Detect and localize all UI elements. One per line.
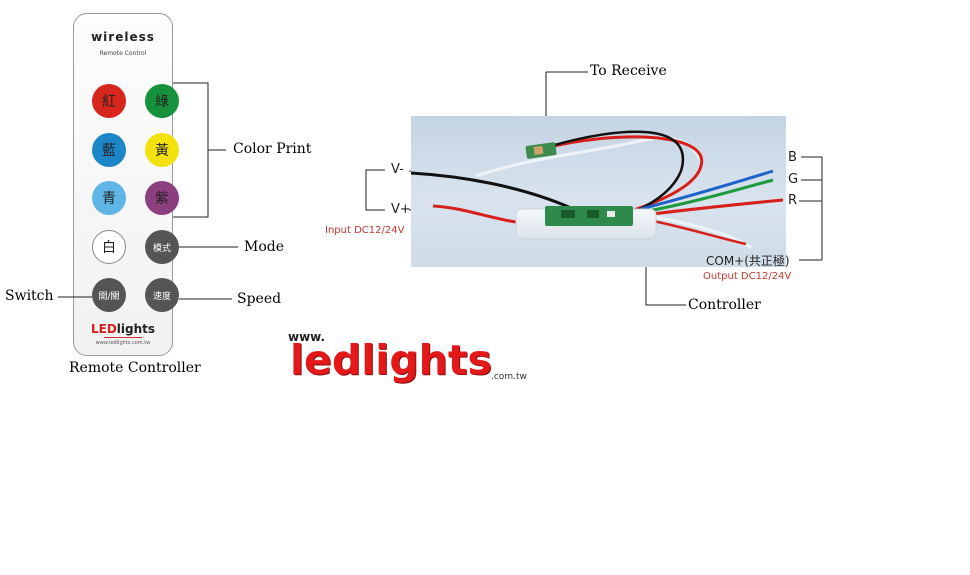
v-minus-label: V-	[391, 162, 404, 177]
green-button[interactable]: 綠	[145, 84, 179, 118]
mode-button[interactable]: 模式	[145, 230, 179, 264]
remote-title: wireless	[91, 30, 155, 44]
logo-www: www.	[288, 330, 326, 344]
speed-button[interactable]: 速度	[145, 278, 179, 312]
switch-label: Switch	[5, 288, 54, 304]
com-label: COM+(共正極)	[706, 254, 790, 268]
red-button[interactable]: 紅	[92, 84, 126, 118]
purple-button[interactable]: 紫	[145, 181, 179, 215]
cyan-button[interactable]: 青	[92, 181, 126, 215]
white-button[interactable]: 白	[92, 230, 126, 264]
power-button[interactable]: 開/關	[92, 278, 126, 312]
blue-button[interactable]: 藍	[92, 133, 126, 167]
v-plus-label: V+	[391, 202, 411, 217]
input-voltage-label: Input DC12/24V	[325, 225, 405, 236]
logo-tld: .com.tw	[491, 372, 527, 382]
remote-controller-label: Remote Controller	[69, 360, 201, 376]
remote-brand-logo: LEDlights	[90, 322, 156, 336]
to-receive-label: To Receive	[590, 63, 667, 79]
controller-illustration	[411, 130, 784, 250]
controller-photo	[411, 116, 786, 267]
speed-label: Speed	[237, 291, 282, 307]
b-label: B	[788, 150, 797, 165]
output-voltage-label: Output DC12/24V	[703, 271, 792, 282]
brand-underline	[104, 337, 142, 338]
input-bracket	[365, 169, 385, 211]
remote-brand-url: www.ledlights.com.tw	[95, 340, 151, 346]
logo-ledlights: ledlights	[290, 336, 492, 384]
controller-label: Controller	[688, 297, 761, 313]
yellow-button[interactable]: 黃	[145, 133, 179, 167]
remote-control: wireless Remote Control 紅 綠 藍 黃 青 紫 白 模式…	[73, 13, 179, 356]
r-label: R	[788, 193, 798, 208]
remote-subtitle: Remote Control	[99, 50, 147, 57]
mode-label: Mode	[244, 239, 285, 255]
g-label: G	[788, 172, 799, 187]
color-print-label: Color Print	[233, 141, 312, 157]
color-print-bracket	[173, 82, 209, 218]
